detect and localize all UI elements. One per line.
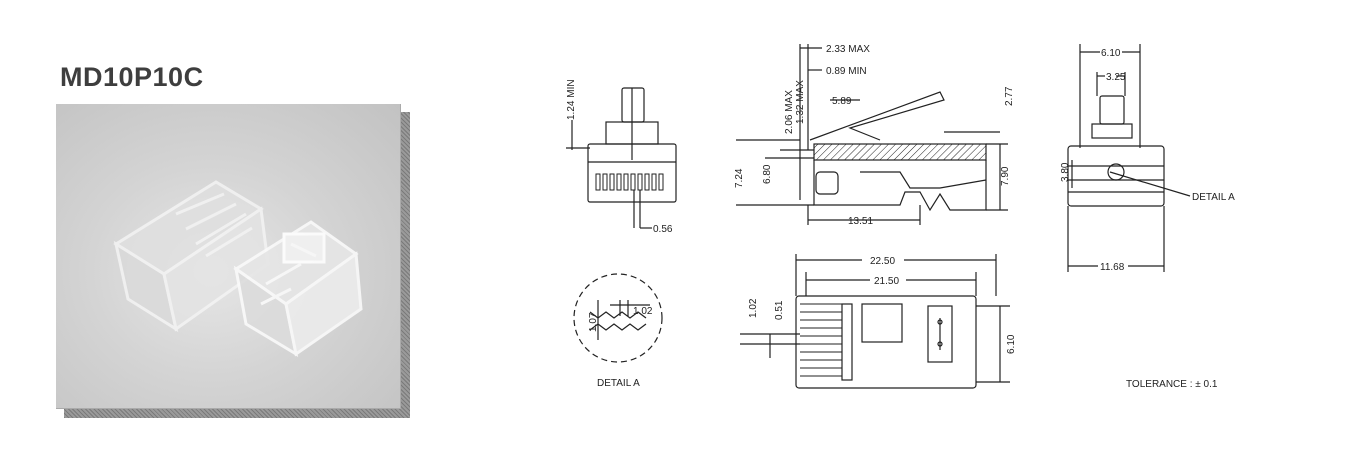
dim-0-89-min: 0.89 MIN	[826, 66, 867, 77]
dim-7-24: 7.24	[734, 168, 745, 188]
dim-7-90: 7.90	[1000, 166, 1011, 186]
tolerance-note: TOLERANCE : ± 0.1	[1126, 379, 1218, 390]
dim-21-50: 21.50	[874, 276, 899, 287]
top-view	[740, 254, 1010, 389]
dim-22-50: 22.50	[870, 256, 895, 267]
product-photo	[56, 104, 410, 418]
dim-0-51: 0.51	[774, 300, 785, 320]
detail-a-label: DETAIL A	[597, 378, 640, 389]
product-title: MD10P10C	[60, 62, 204, 92]
dim-1-02-detail: 1.02	[633, 306, 653, 317]
front-view	[566, 87, 677, 229]
dim-1-07: 1.07	[588, 312, 599, 332]
dim-0-56: 0.56	[653, 224, 673, 235]
dim-1-32-max: 1.32 MAX	[795, 80, 806, 124]
dim-3-25: 3.25	[1106, 72, 1126, 83]
dim-13-51: 13.51	[848, 216, 873, 227]
dim-3-80: 3.80	[1060, 162, 1071, 182]
dim-1-02-top: 1.02	[748, 298, 759, 318]
side-view	[736, 44, 1008, 225]
photo-frame	[56, 104, 401, 409]
connector-photo-image	[113, 180, 363, 358]
dim-2-33-max: 2.33 MAX	[826, 44, 870, 55]
dim-2-77: 2.77	[1004, 86, 1015, 106]
detail-a-view	[573, 273, 663, 363]
dim-6-80: 6.80	[762, 164, 773, 184]
dim-2-06-max: 2.06 MAX	[784, 90, 795, 134]
dim-11-68: 11.68	[1100, 262, 1125, 273]
dim-1-24-min: 1.24 MIN	[566, 79, 577, 120]
detail-a-callout: DETAIL A	[1192, 192, 1235, 203]
dim-6-10-top: 6.10	[1101, 48, 1121, 59]
end-view	[1067, 44, 1191, 272]
dim-5-89: 5.89	[832, 96, 852, 107]
dim-6-10-side: 6.10	[1006, 334, 1017, 354]
